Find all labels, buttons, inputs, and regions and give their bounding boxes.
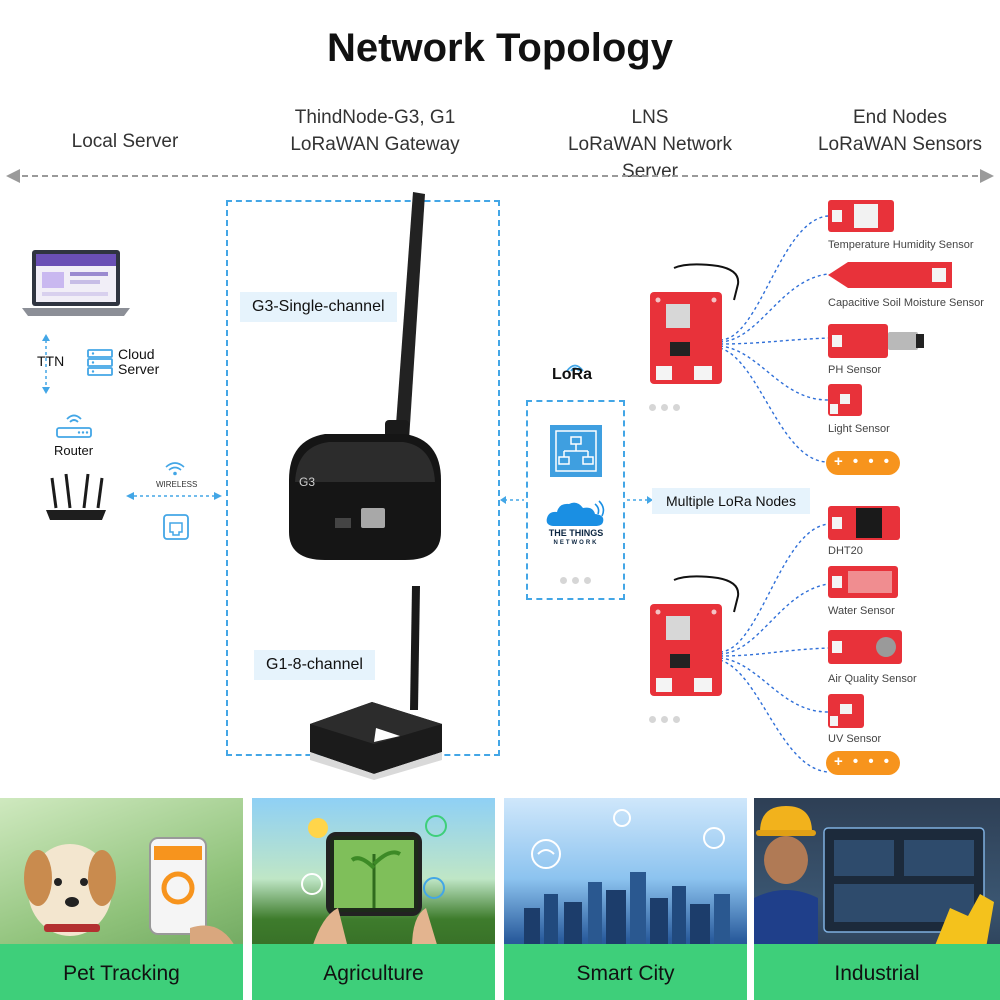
header-gateway: ThindNode-G3, G1 LoRaWAN Gateway xyxy=(270,104,480,158)
pet-tracking-illustration xyxy=(24,837,236,948)
connection-arrow-icon xyxy=(126,492,222,500)
temp-humidity-sensor-icon xyxy=(828,200,894,232)
more-sensors-button-2[interactable]: + • • • xyxy=(826,751,900,775)
ttn-label: TTN xyxy=(37,353,65,369)
agriculture-band xyxy=(252,944,495,1000)
lora-signal-icon xyxy=(566,364,584,372)
industrial-label: Industrial xyxy=(834,962,920,985)
water-sensor-icon xyxy=(828,566,898,598)
cloud-server-label-line1: Cloud xyxy=(118,346,155,362)
header-end-nodes: End Nodes LoRaWAN Sensors xyxy=(810,104,990,158)
industrial-band xyxy=(754,944,1000,1000)
wireless-label: WIRELESS xyxy=(156,480,198,489)
header-local-server: Local Server xyxy=(40,128,210,155)
pet-tracking-label: Pet Tracking xyxy=(63,962,180,985)
lora-node-board-2 xyxy=(650,575,740,696)
sensor-label-ph: PH Sensor xyxy=(828,364,882,376)
multiple-nodes-label: Multiple LoRa Nodes xyxy=(652,488,810,514)
ph-sensor-icon xyxy=(828,324,924,358)
more-sensors-button-1[interactable]: + • • • xyxy=(826,451,900,475)
ttn-cloud-icon xyxy=(546,500,605,526)
sensor-label-dht20: DHT20 xyxy=(828,545,863,557)
uv-sensor-icon xyxy=(828,694,864,728)
laptop-icon xyxy=(22,250,130,316)
updown-arrow-icon xyxy=(42,334,50,394)
node2-more-dots xyxy=(649,710,685,728)
router-device-icon xyxy=(46,473,106,520)
sensor-label-water: Water Sensor xyxy=(828,605,895,617)
arrow-left-icon xyxy=(6,169,20,183)
g3-label: G3-Single-channel xyxy=(240,292,397,322)
air-quality-sensor-icon xyxy=(828,630,902,664)
pet-tracking-band xyxy=(0,944,243,1000)
dht20-sensor-icon xyxy=(828,506,900,540)
gateway-lns-arrow xyxy=(500,496,524,504)
lns-more-dots xyxy=(560,571,596,589)
panel-smart-city: Smart City xyxy=(504,798,747,1000)
wireless-icon xyxy=(165,462,185,476)
router-small-icon xyxy=(56,414,92,438)
sensor-label-soil-moisture: Capacitive Soil Moisture Sensor xyxy=(828,297,984,309)
lora-logo-text: LoRa xyxy=(552,366,592,383)
sensor-label-light: Light Sensor xyxy=(828,423,890,435)
router-label: Router xyxy=(54,443,94,458)
agriculture-label: Agriculture xyxy=(323,962,424,985)
header-end-nodes-line1: End Nodes xyxy=(852,107,947,128)
panel-agriculture: Agriculture xyxy=(252,798,495,1000)
lns-nodes-arrow xyxy=(627,496,653,504)
g1-label: G1-8-channel xyxy=(254,650,375,680)
lns-dashed-box xyxy=(526,400,625,600)
header-local-server-text: Local Server xyxy=(71,131,179,152)
smart-city-illustration xyxy=(524,809,730,948)
cloud-server-label-line2: Server xyxy=(118,361,160,377)
industrial-illustration xyxy=(754,806,994,948)
timeline-dashed-line xyxy=(12,175,988,177)
soil-moisture-sensor-icon xyxy=(828,262,952,288)
smart-city-label: Smart City xyxy=(576,962,675,985)
sensor-label-air-quality: Air Quality Sensor xyxy=(828,673,917,685)
ttn-logo-line1: THE THINGS xyxy=(548,528,604,538)
ttn-logo-text: THE THINGS NETWORK xyxy=(540,528,612,547)
header-gateway-line2: LoRaWAN Gateway xyxy=(290,134,460,155)
panel-pet-tracking: Pet Tracking xyxy=(0,798,243,1000)
light-sensor-icon xyxy=(828,384,862,416)
sensor-label-uv: UV Sensor xyxy=(828,733,882,745)
header-gateway-line1: ThindNode-G3, G1 xyxy=(294,107,456,128)
node-connection-lines xyxy=(719,215,829,773)
page-title: Network Topology xyxy=(327,26,673,70)
network-server-icon xyxy=(550,425,602,477)
sensor-label-temp-humidity: Temperature Humidity Sensor xyxy=(828,239,974,251)
header-lns: LNS LoRaWAN Network Server xyxy=(540,104,760,185)
smart-city-band xyxy=(504,944,747,1000)
agriculture-illustration xyxy=(301,815,447,948)
arrow-right-icon xyxy=(980,169,994,183)
panel-industrial: Industrial xyxy=(754,798,1000,1000)
node1-more-dots xyxy=(649,398,685,416)
lora-node-board-1 xyxy=(650,263,740,384)
g3-mark-text: G3 xyxy=(299,475,315,489)
ethernet-port-icon xyxy=(163,514,189,540)
server-icon xyxy=(87,349,113,376)
ttn-logo-line2: NETWORK xyxy=(553,540,599,546)
g1-gateway-device xyxy=(310,586,442,780)
g3-gateway-device: G3 xyxy=(289,192,441,560)
header-end-nodes-line2: LoRaWAN Sensors xyxy=(817,134,983,155)
cloud-server-label: Cloud Server xyxy=(118,347,159,377)
header-lns-line1: LNS xyxy=(631,107,669,128)
